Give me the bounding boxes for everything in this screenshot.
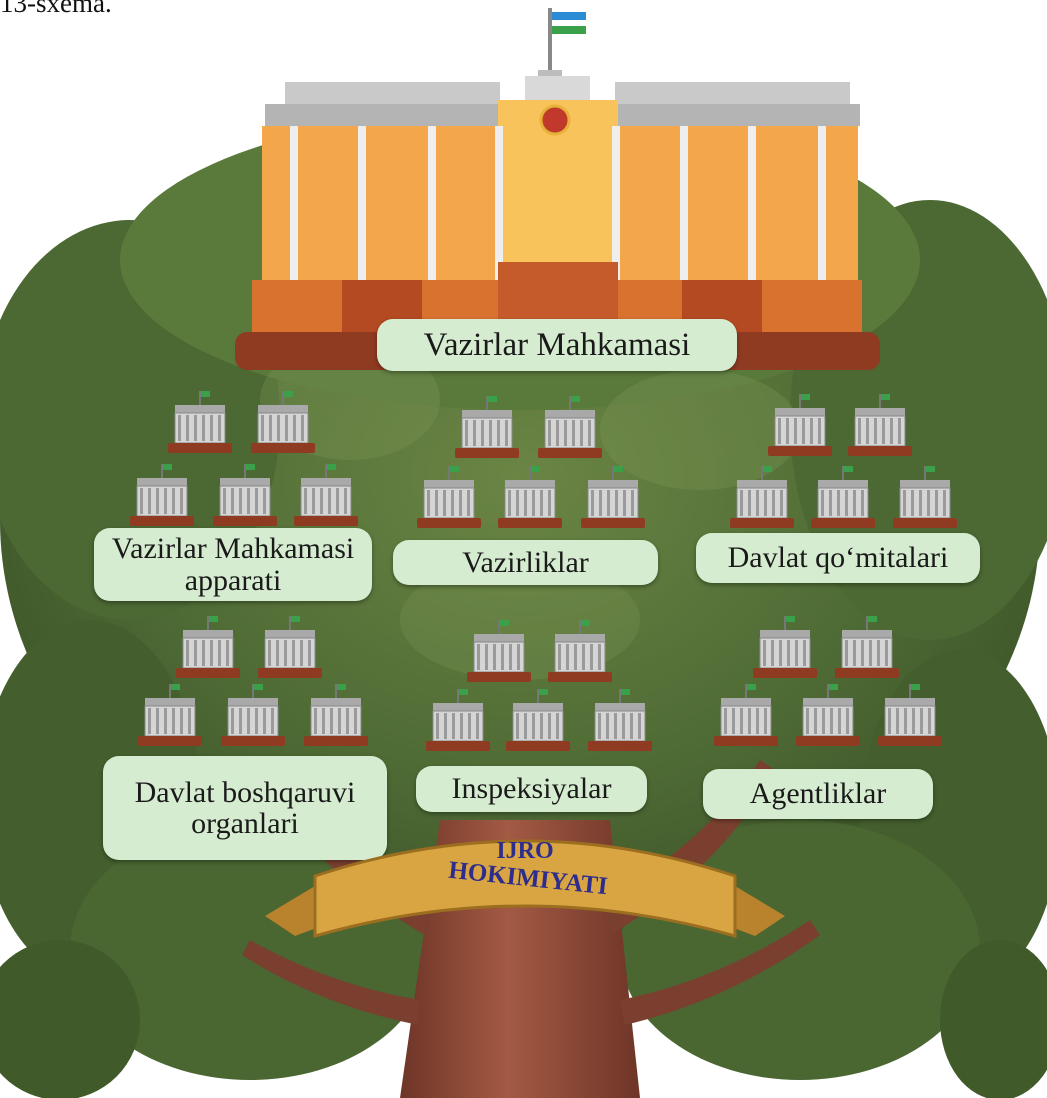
mini-building-icon bbox=[168, 391, 232, 453]
mini-building-icon bbox=[213, 464, 277, 526]
mini-building-icon bbox=[835, 616, 899, 678]
group-label-4-line-1: Davlat boshqaruvi bbox=[134, 775, 356, 809]
mini-building-icon bbox=[498, 466, 562, 528]
mini-building-icon bbox=[426, 689, 490, 751]
mini-building-icon bbox=[588, 689, 652, 751]
group-label-5: Inspeksiyalar bbox=[416, 766, 647, 812]
group-label-5-line-1: Inspeksiyalar bbox=[451, 772, 612, 806]
government-building bbox=[235, 8, 880, 370]
group-label-6-line-1: Agentliklar bbox=[749, 777, 887, 811]
top-label: Vazirlar Mahkamasi bbox=[377, 319, 737, 371]
mini-building-icon bbox=[138, 684, 202, 746]
group-label-3: Davlat qo‘mitalari bbox=[696, 533, 980, 583]
mini-building-icon bbox=[294, 464, 358, 526]
mini-building-icon bbox=[768, 394, 832, 456]
mini-building-icon bbox=[581, 466, 645, 528]
mini-building-icon bbox=[304, 684, 368, 746]
group-label-4-line-2: organlari bbox=[191, 807, 299, 840]
mini-building-icon bbox=[796, 684, 860, 746]
mini-building-icon bbox=[893, 466, 957, 528]
mini-building-icon bbox=[417, 466, 481, 528]
group-label-6: Agentliklar bbox=[703, 769, 933, 819]
group-label-2: Vazirliklar bbox=[393, 540, 658, 585]
banner-line-1: IJRO bbox=[496, 838, 554, 864]
mini-building-icon bbox=[251, 391, 315, 453]
mini-buildings bbox=[130, 391, 957, 751]
mini-building-icon bbox=[548, 620, 612, 682]
group-label-1-line-2: apparati bbox=[184, 563, 282, 597]
mini-building-icon bbox=[538, 396, 602, 458]
figure-caption: 13-sxema. bbox=[0, 0, 112, 18]
mini-building-icon bbox=[506, 689, 570, 751]
mini-building-icon bbox=[130, 464, 194, 526]
mini-building-icon bbox=[811, 466, 875, 528]
mini-building-icon bbox=[467, 620, 531, 682]
mini-building-icon bbox=[848, 394, 912, 456]
mini-building-icon bbox=[878, 684, 942, 746]
mini-building-icon bbox=[730, 466, 794, 528]
group-label-3-line-1: Davlat qo‘mitalari bbox=[727, 541, 949, 575]
mini-building-icon bbox=[714, 684, 778, 746]
mini-building-icon bbox=[258, 616, 322, 678]
group-label-2-line-1: Vazirliklar bbox=[462, 545, 589, 579]
mini-building-icon bbox=[221, 684, 285, 746]
mini-building-icon bbox=[753, 616, 817, 678]
ribbon-banner bbox=[265, 839, 785, 938]
group-label-1-line-1: Vazirlar Mahkamasi bbox=[111, 532, 355, 565]
mini-building-icon bbox=[176, 616, 240, 678]
mini-building-icon bbox=[455, 396, 519, 458]
